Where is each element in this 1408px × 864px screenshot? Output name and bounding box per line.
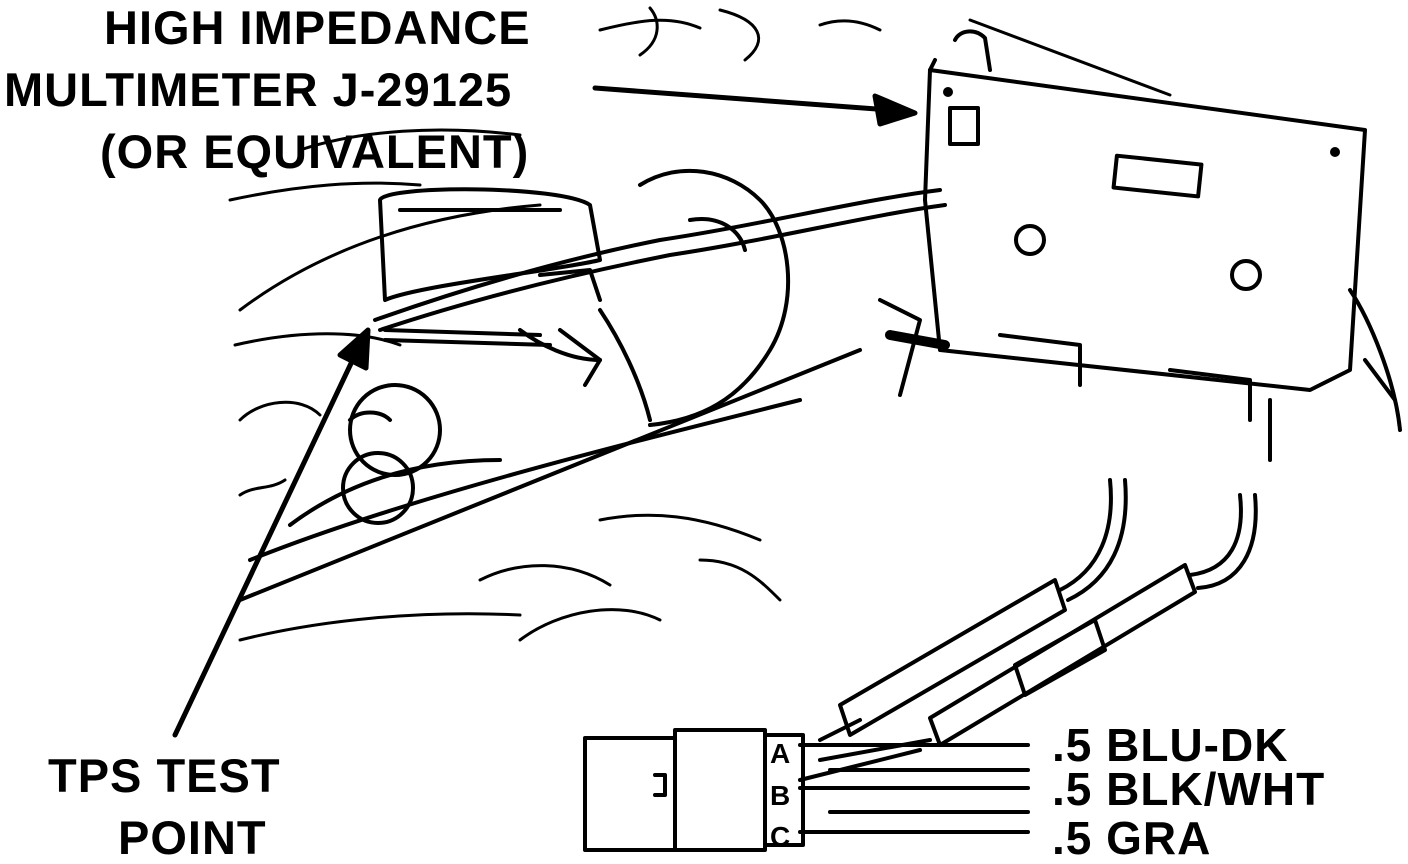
leader-arrows (172, 85, 918, 738)
wire-label-gra: .5 GRA (1052, 812, 1212, 864)
pin-b-label: B (770, 780, 790, 811)
test-point-callout-line2: POINT (118, 811, 267, 864)
ecm-module (878, 29, 1402, 462)
arrow-head-test-point (337, 327, 371, 371)
probe-leads (373, 188, 947, 347)
multimeter-callout-line2: MULTIMETER J-29125 (4, 63, 513, 116)
arrow-head-multimeter (872, 93, 918, 127)
tps-connector (583, 728, 1030, 852)
pin-c-label: C (770, 821, 790, 852)
sensor-bulbs (341, 383, 442, 525)
wire-label-blk-wht: .5 BLK/WHT (1052, 763, 1326, 815)
engine-background (228, 6, 1172, 642)
multimeter-callout-line1: HIGH IMPEDANCE (104, 1, 531, 54)
wire-label-blu-dk: .5 BLU-DK (1052, 719, 1289, 771)
pin-a-label: A (770, 738, 790, 769)
multimeter-callout-line3: (OR EQUIVALENT) (100, 125, 530, 178)
test-point-callout-line1: TPS TEST (48, 749, 281, 802)
throttle-body (238, 168, 862, 602)
